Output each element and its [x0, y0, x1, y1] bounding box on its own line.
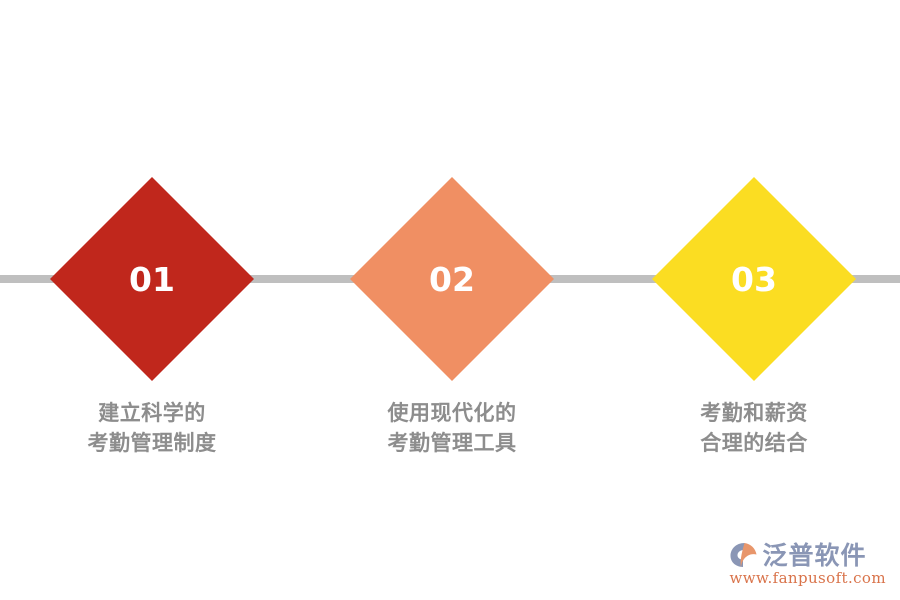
step-1-caption: 建立科学的 考勤管理制度 [2, 398, 302, 458]
step-2-diamond[interactable]: 02 [350, 177, 554, 381]
step-2-number: 02 [429, 259, 475, 299]
step-1-caption-line-1: 建立科学的 [98, 401, 206, 425]
process-step-3[interactable]: 03 考勤和薪资 合理的结合 [604, 0, 900, 600]
process-step-2[interactable]: 02 使用现代化的 考勤管理工具 [302, 0, 602, 600]
step-3-caption-line-2: 合理的结合 [700, 431, 808, 455]
fanpu-swoosh-icon [729, 541, 759, 569]
step-2-caption-line-1: 使用现代化的 [387, 401, 517, 425]
step-1-diamond[interactable]: 01 [50, 177, 254, 381]
brand-url: www.fanpusoft.com [729, 569, 886, 587]
brand-watermark: 泛普软件 www.fanpusoft.com [729, 541, 886, 586]
brand-logo-row: 泛普软件 [729, 541, 867, 569]
step-3-caption: 考勤和薪资 合理的结合 [604, 398, 900, 458]
step-3-diamond[interactable]: 03 [652, 177, 856, 381]
step-2-caption: 使用现代化的 考勤管理工具 [302, 398, 602, 458]
step-3-number: 03 [731, 259, 777, 299]
brand-name: 泛普软件 [762, 540, 867, 570]
process-step-1[interactable]: 01 建立科学的 考勤管理制度 [2, 0, 302, 600]
step-3-caption-line-1: 考勤和薪资 [700, 401, 808, 425]
step-1-caption-line-2: 考勤管理制度 [87, 431, 217, 455]
step-2-caption-line-2: 考勤管理工具 [387, 431, 517, 455]
step-1-number: 01 [129, 259, 175, 299]
